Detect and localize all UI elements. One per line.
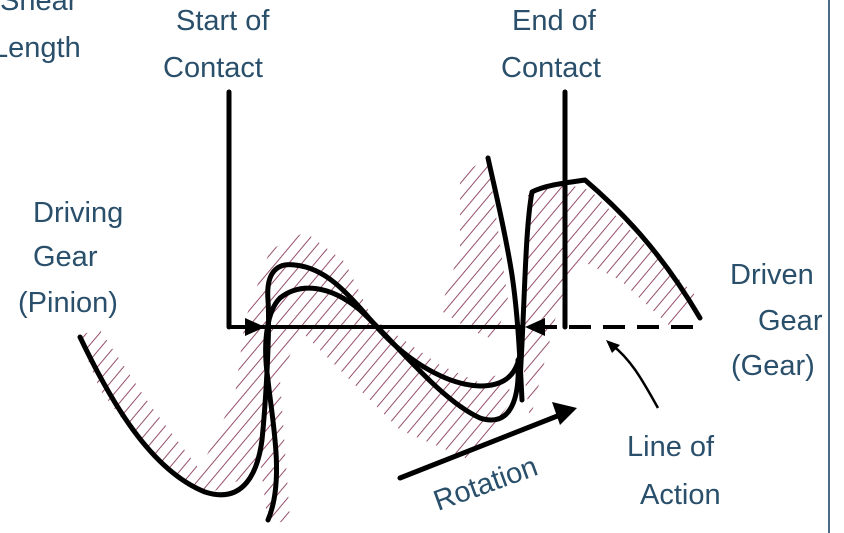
line-of-action-label-line1: Line of xyxy=(627,431,715,463)
line-of-action-pointer xyxy=(611,344,660,409)
pinion-tooth-profile xyxy=(77,262,525,498)
driven-gear-label-line3: (Gear) xyxy=(731,350,815,382)
driven-gear-label-line2: Gear xyxy=(758,305,823,337)
driving-gear-label-line3: (Pinion) xyxy=(18,287,118,319)
gear-left-tooth-hatched-region xyxy=(440,158,508,340)
end-of-contact-label-line2: Contact xyxy=(501,52,601,84)
shear-length-label-line2: Length xyxy=(0,32,81,64)
end-of-contact-label-line1: End of xyxy=(512,5,597,37)
driven-gear-label-line1: Driven xyxy=(730,259,814,291)
driving-gear-label-line2: Gear xyxy=(33,241,98,273)
pinion-tooth-left-flank xyxy=(263,285,521,523)
driving-gear-label-line1: Driving xyxy=(33,197,123,229)
line-of-action-label-line2: Action xyxy=(640,479,721,511)
shear-length-label-line1: Shear xyxy=(0,0,78,17)
gear-right-tooth-hatched-region xyxy=(520,183,700,420)
rotation-arrow-head xyxy=(552,402,577,425)
end-contact-arrow xyxy=(525,318,545,336)
line-of-action-pointer-head xyxy=(606,340,620,353)
gear-tooth-right-profile xyxy=(517,177,703,383)
start-of-contact-label-line2: Contact xyxy=(163,52,263,84)
start-contact-arrow xyxy=(245,318,265,336)
start-of-contact-label-line1: Start of xyxy=(176,5,270,37)
rotation-arrow-shaft xyxy=(397,410,568,481)
